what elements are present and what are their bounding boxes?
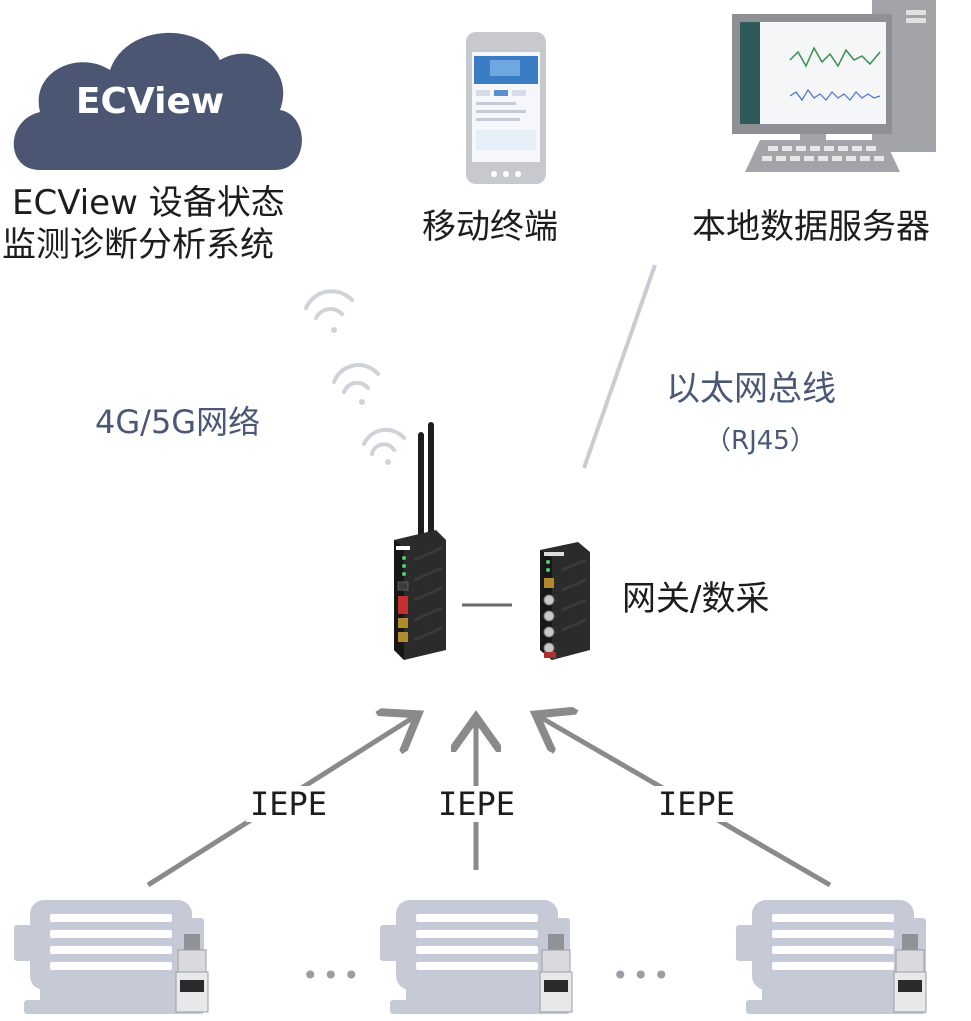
cloud-icon xyxy=(13,32,302,171)
server-computer-icon xyxy=(732,0,936,172)
ethernet-rj45-label: （RJ45） xyxy=(705,426,816,456)
ethernet-bus-label: 以太网总线 xyxy=(666,369,836,409)
motor-icon xyxy=(380,900,570,1014)
sensor-icon xyxy=(893,934,927,1013)
local-server-label: 本地数据服务器 xyxy=(692,207,930,247)
gateway-daq-label: 网关/数采 xyxy=(622,579,770,619)
cloud-caption-line2: 监测诊断分析系统 xyxy=(2,225,274,265)
sensor-icon xyxy=(175,934,209,1013)
daq-device-icon xyxy=(540,542,590,660)
cloud-caption-line1: ECView 设备状态 xyxy=(12,183,285,223)
motor-icon xyxy=(736,900,926,1014)
iepe-label-left: IEPE xyxy=(246,786,332,822)
cloud-logo-text: ECView xyxy=(75,81,225,122)
wireless-network-label: 4G/5G网络 xyxy=(95,403,261,441)
sensor-icon xyxy=(539,934,573,1013)
iepe-label-middle: IEPE xyxy=(434,786,520,822)
ellipsis-right: ••• xyxy=(612,959,674,992)
wifi-icon xyxy=(332,363,380,405)
ethernet-line xyxy=(582,264,657,469)
gateway-device-icon xyxy=(394,422,446,660)
mobile-terminal-label: 移动终端 xyxy=(422,207,558,247)
iepe-label-right: IEPE xyxy=(654,786,740,822)
ellipsis-left: ••• xyxy=(302,959,364,992)
wifi-icon xyxy=(304,289,354,333)
motor-icon xyxy=(14,900,204,1014)
wifi-icon xyxy=(362,427,406,465)
mobile-phone-icon xyxy=(466,32,546,184)
